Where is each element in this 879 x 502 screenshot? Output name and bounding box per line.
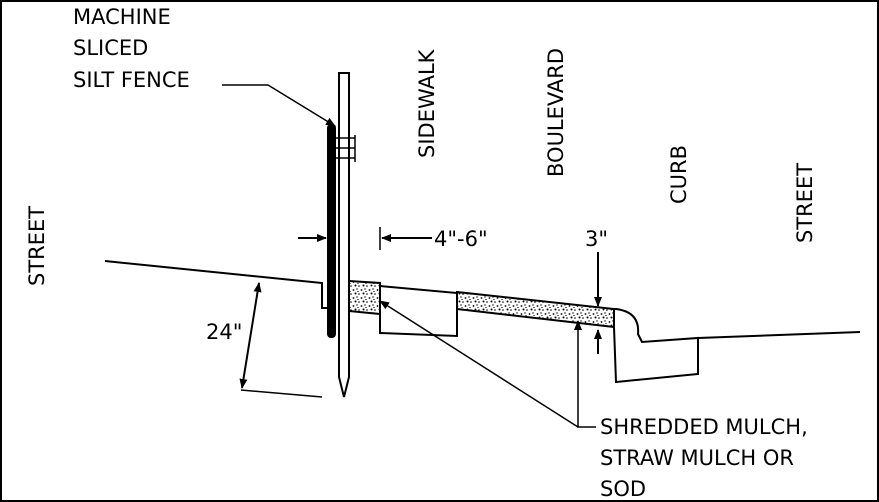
sidewalk-label: SIDEWALK <box>415 48 439 158</box>
street-left-label: STREET <box>25 206 49 286</box>
ground-line-left <box>104 260 328 309</box>
street-surface-right <box>697 331 861 339</box>
curb-label: CURB <box>667 145 691 204</box>
offset-dimension-label: 4"-6" <box>434 227 488 251</box>
mulch-label-line1: SHREDDED MULCH, <box>600 415 808 439</box>
fence-label-line3: SILT FENCE <box>73 68 190 92</box>
street-right-label: STREET <box>793 163 817 243</box>
trench-dimension <box>239 282 323 398</box>
fence-post <box>338 72 350 398</box>
boulevard-mulch <box>456 290 615 329</box>
fabric-ties <box>336 135 356 162</box>
mulch-leaders <box>379 300 596 428</box>
sidewalk-slab <box>379 285 458 338</box>
mulch-label-line3: SOD <box>600 477 646 501</box>
fence-label-line2: SLICED <box>73 36 148 60</box>
trench-dimension-label: 24" <box>206 320 242 344</box>
boulevard-label: BOULEVARD <box>544 48 568 177</box>
fence-label-line1: MACHINE <box>73 5 171 29</box>
offset-dimension <box>298 227 432 250</box>
depth-dimension-label: 3" <box>585 227 608 251</box>
fence-leader <box>222 84 336 127</box>
mulch-at-fence <box>348 279 381 316</box>
curb-profile <box>613 308 699 384</box>
mulch-label-line2: STRAW MULCH OR <box>600 446 794 470</box>
fence-fabric <box>327 124 336 338</box>
